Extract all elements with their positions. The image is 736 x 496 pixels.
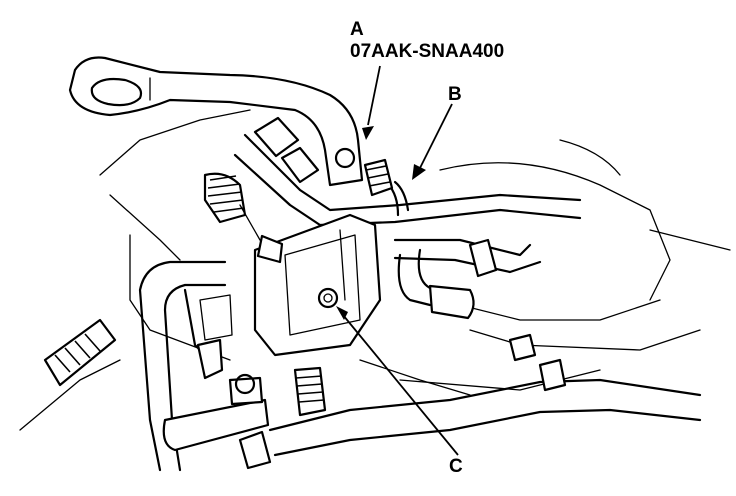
leader-line-c bbox=[342, 314, 459, 456]
right-hose bbox=[393, 238, 542, 320]
upper-hoses bbox=[233, 116, 582, 227]
lower-hoses bbox=[162, 333, 702, 470]
leader-lines bbox=[336, 65, 459, 456]
callout-a-letter: A bbox=[350, 19, 364, 40]
arrowhead-b bbox=[412, 164, 426, 180]
left-hoses bbox=[138, 260, 233, 472]
valve-assembly bbox=[239, 204, 382, 357]
callout-b-letter: B bbox=[448, 84, 462, 105]
arrowhead-c bbox=[336, 306, 348, 320]
leader-line-a bbox=[367, 65, 381, 126]
arrowhead-a bbox=[362, 126, 374, 140]
corrugated-tubes bbox=[43, 158, 394, 417]
engine-background bbox=[19, 109, 731, 431]
special-tool-bracket bbox=[68, 56, 364, 187]
callout-c-letter: C bbox=[449, 456, 463, 477]
callout-a-part-number: 07AAK-SNAA400 bbox=[350, 41, 505, 62]
leader-line-b bbox=[419, 103, 453, 169]
